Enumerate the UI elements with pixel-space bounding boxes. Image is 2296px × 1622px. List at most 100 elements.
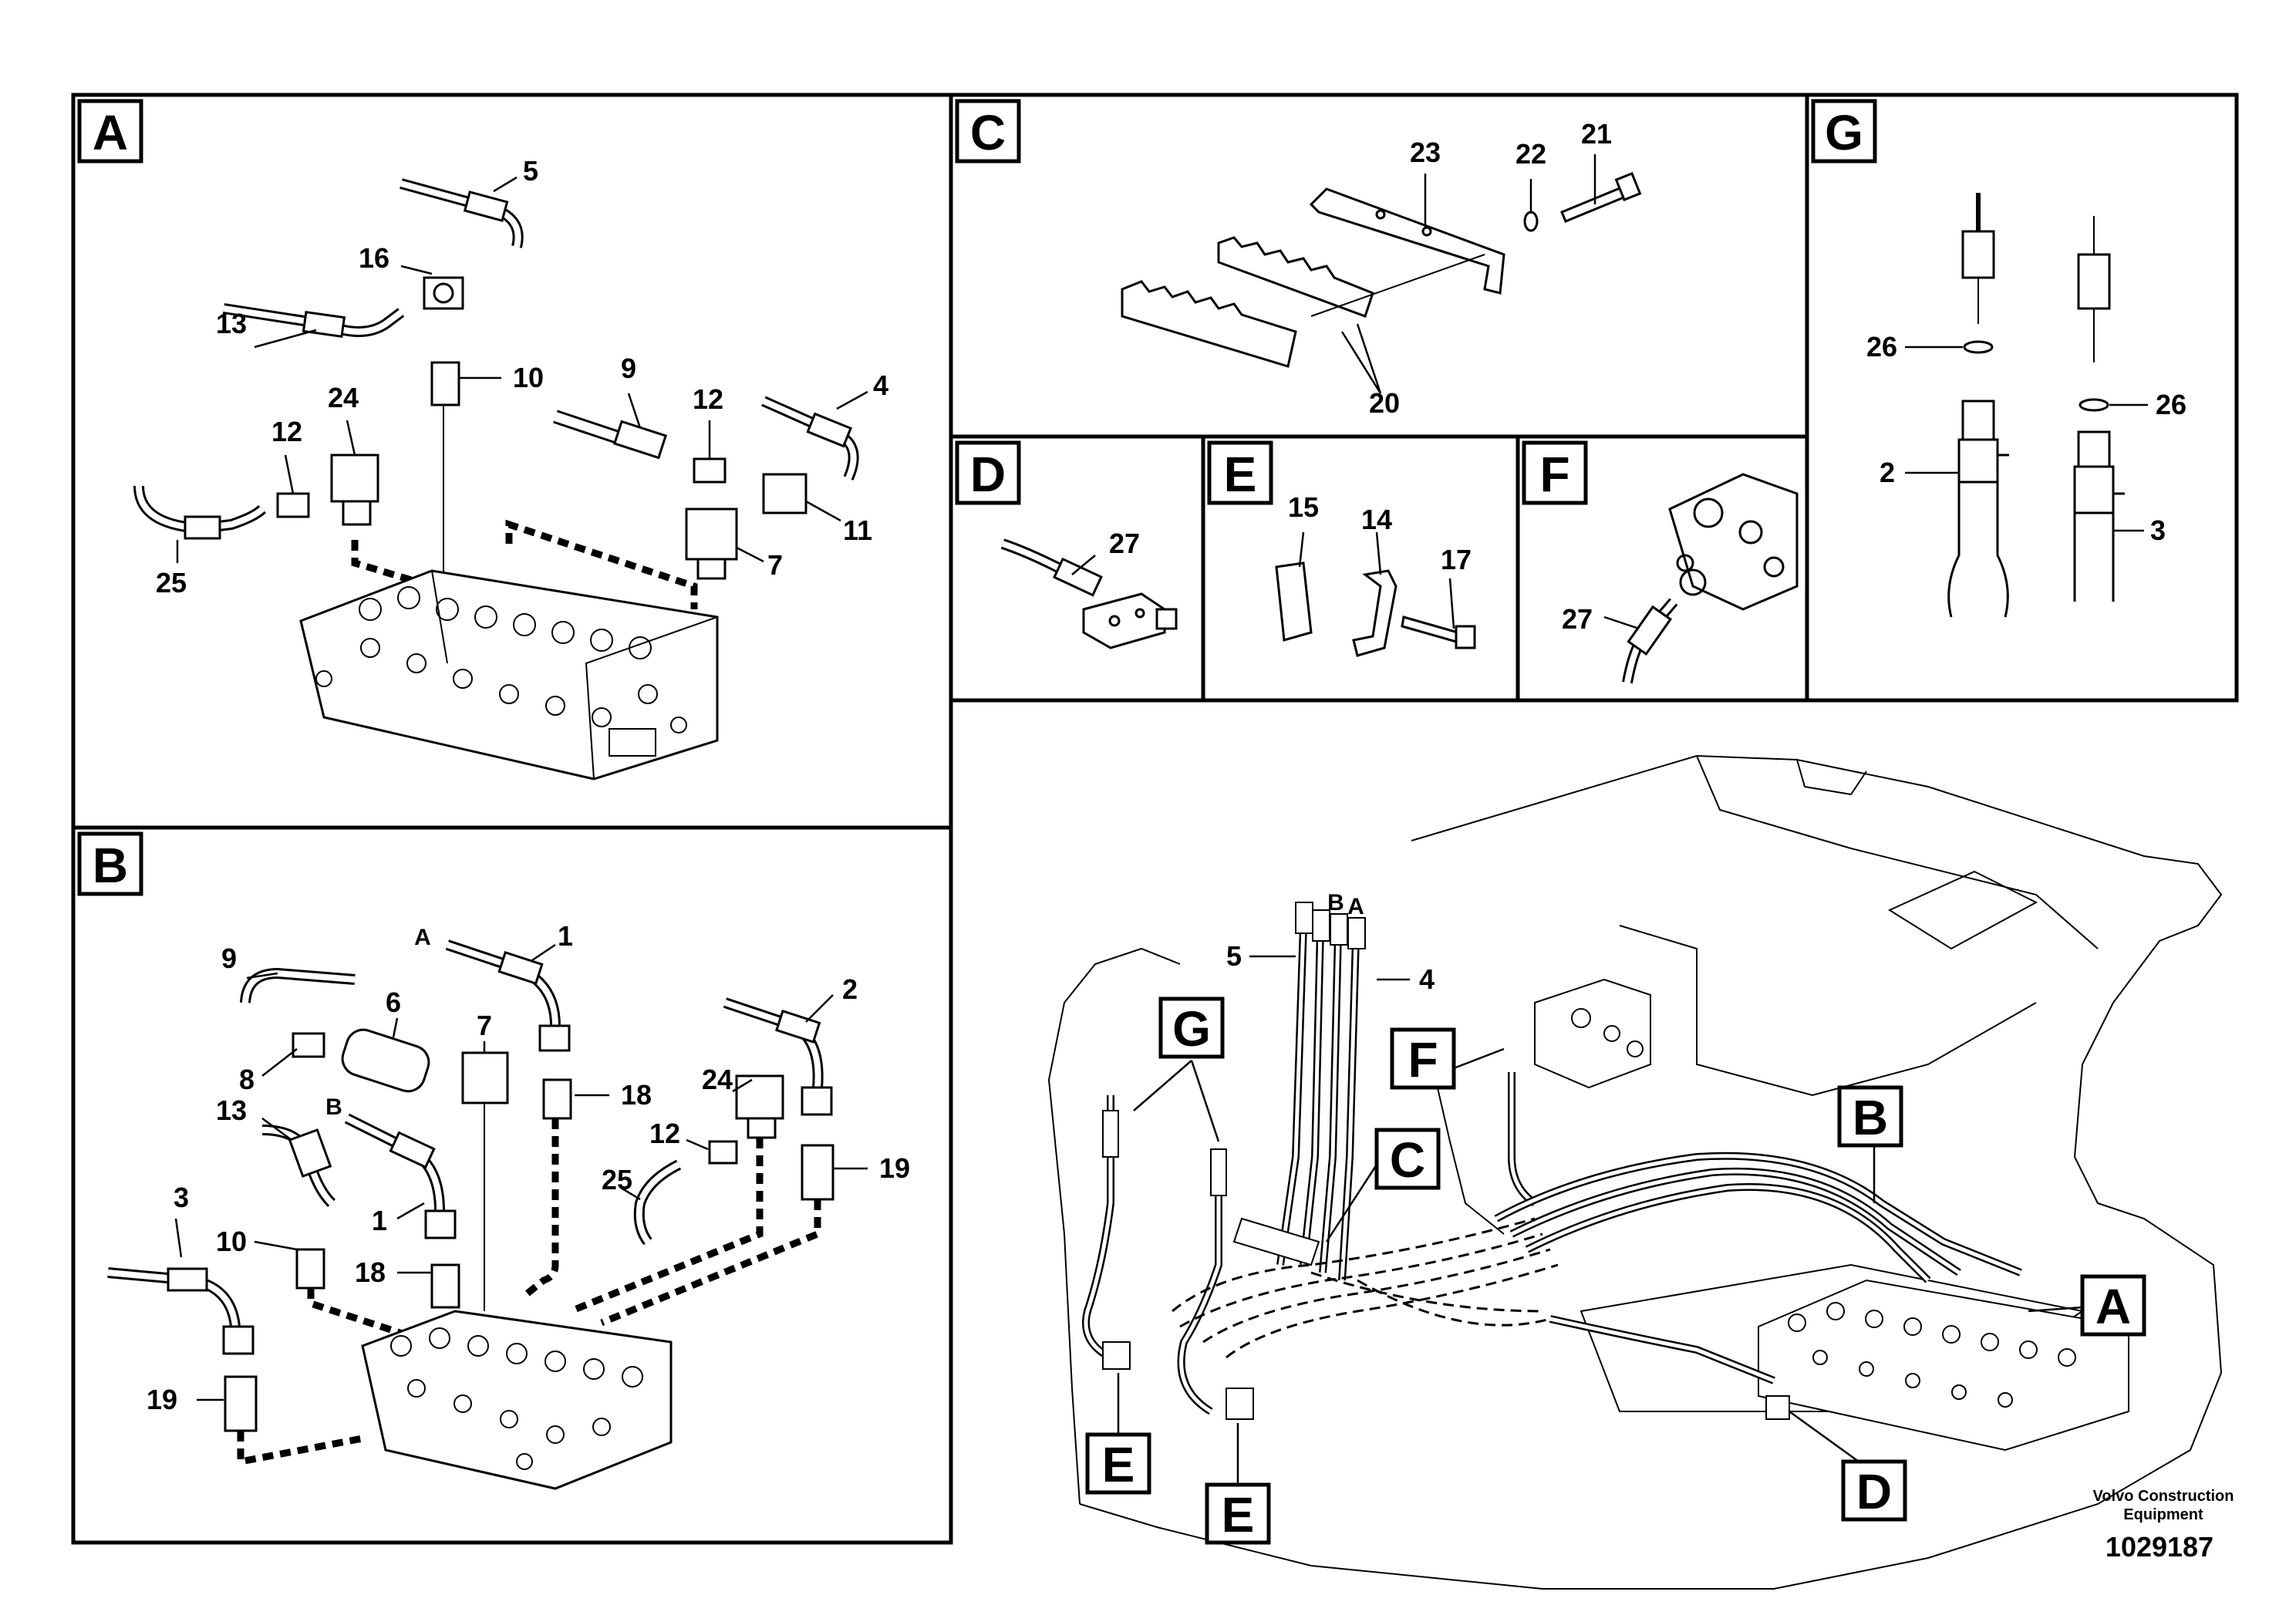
main-view-hose-end: B (1327, 890, 1344, 916)
clamp-14 (1352, 569, 1397, 657)
panel-e-callout: 14 (1361, 504, 1392, 535)
panel-frames (71, 93, 2239, 1545)
nut-left (1961, 400, 1995, 441)
bracket-23 (1309, 187, 1505, 295)
clamp-half-20-upper (1217, 236, 1374, 318)
panel-b-callout: 6 (386, 986, 401, 1018)
main-assembly-view (1047, 754, 2223, 1590)
hose-g-left-fitting (1102, 1110, 1119, 1158)
panel-g-callout: 26 (1866, 331, 1897, 363)
panel-a-labels (176, 176, 868, 563)
panel-b-callout: 2 (842, 973, 858, 1005)
adapter-18-upper (542, 1078, 572, 1120)
hose-1a-ferrule (497, 951, 544, 985)
hose-27-f-ferrule (1627, 605, 1673, 656)
panel-d-drawing (1000, 538, 1178, 649)
panel-a-callout: 11 (843, 514, 872, 546)
panel-b-callout: 9 (221, 943, 237, 974)
detail-ref-letter: F (1408, 1032, 1438, 1088)
detail-ref-letter: E (1102, 1437, 1135, 1492)
panel-b-callout: 18 (355, 1256, 386, 1288)
panel-b-callout: 19 (147, 1384, 177, 1415)
panel-c-labels (1340, 154, 1596, 394)
panel-e-drawing (1275, 561, 1476, 657)
hose-25-ferrule (184, 515, 221, 540)
brand-line-1: Volvo Construction (2093, 1488, 2234, 1505)
hose-g-right-fitting (1210, 1148, 1227, 1196)
panel-a-callout: 12 (271, 416, 302, 447)
detail-ref-e-left: E (1085, 1432, 1151, 1495)
adapter-12-left (276, 492, 310, 518)
panel-c-callout: 20 (1369, 387, 1400, 419)
panel-f-letter: F (1539, 447, 1569, 502)
panel-b-callout: 10 (216, 1226, 247, 1257)
panel-a-callout: 16 (359, 242, 389, 274)
panel-a-callout: 24 (328, 382, 359, 413)
frame-outline (1079, 754, 2223, 1590)
panel-b-letter-box: B (77, 831, 143, 896)
panel-c-drawing (1121, 171, 1642, 368)
panel-c-frame (949, 93, 1809, 439)
panel-d-labels: 27 (1071, 528, 1140, 575)
pressure-sensor-6 (341, 1028, 430, 1093)
panel-b-drawing (107, 939, 834, 1490)
panel-a-callouts: 5 16 13 10 9 12 4 24 12 25 7 11 (156, 155, 888, 599)
detail-ref-letter: A (2095, 1279, 2131, 1334)
detail-ref-letter: G (1172, 1001, 1211, 1057)
detail-ref-letter: D (1856, 1464, 1892, 1519)
panel-e-labels (1298, 531, 1455, 629)
screw-17-head (1455, 625, 1476, 649)
panel-a-callout: 4 (873, 369, 888, 401)
panel-c-letter-box: C (955, 99, 1021, 164)
panel-b-callout: 1 (558, 920, 573, 952)
panel-f-drawing (1622, 473, 1799, 684)
detail-ref-b: B (1837, 1085, 1903, 1148)
panel-e-letter-box: E (1207, 440, 1273, 505)
panel-b-callout: 18 (621, 1079, 652, 1111)
panel-a-callout: 13 (216, 308, 247, 339)
panel-b-callout: 3 (174, 1182, 189, 1213)
panel-g-frame (1805, 93, 2239, 703)
panel-a-letter-box: A (77, 99, 143, 164)
panel-f-letter-box: F (1522, 440, 1588, 505)
panel-e-callout: 17 (1441, 544, 1472, 575)
panel-letter-boxes: A B C D E F G (77, 99, 1877, 896)
hose-4-ferrule (806, 412, 853, 448)
detail-ref-g: G (1158, 996, 1225, 1059)
valve-b-ports (390, 1327, 643, 1470)
hose-9-ferrule (612, 420, 668, 460)
panel-f-callout: 27 (1562, 603, 1593, 635)
panel-g-callout: 3 (2150, 514, 2166, 546)
screw-17-shank (1401, 615, 1459, 643)
frame-top-inner (1696, 755, 2099, 949)
valve-a-ports (315, 586, 687, 757)
hose-13-b-ferrule (288, 1128, 332, 1178)
footer: Volvo Construction Equipment 1029187 (2093, 1488, 2234, 1563)
panel-d-callout: 27 (1109, 528, 1140, 559)
panel-b-hose-end: B (325, 1094, 342, 1120)
adapter-10-b (295, 1248, 325, 1290)
hose-2-ferrule (775, 1009, 821, 1044)
panel-b-callout: 8 (239, 1064, 255, 1095)
bolt-21-head (1614, 171, 1642, 202)
adapter-19-right (801, 1144, 834, 1201)
main-control-valve (1758, 1279, 2129, 1452)
panel-b-callout: 1 (372, 1205, 387, 1236)
panel-g-labels (1905, 346, 2148, 532)
adapter-12-b (708, 1140, 738, 1165)
frame-slot (1887, 870, 2038, 950)
main-view-detail-refs: G F C B A E E D (1085, 996, 2146, 1545)
valve-f (1668, 473, 1799, 611)
detail-ref-a: A (2080, 1274, 2146, 1337)
tee-16 (423, 276, 464, 310)
panel-g-letter-box: G (1811, 99, 1877, 164)
adapter-10 (430, 361, 460, 406)
panel-a-callout: 9 (621, 352, 636, 384)
adapter-12-right (693, 457, 727, 484)
hose-3-ferrule (167, 1267, 208, 1292)
control-valve-b (361, 1310, 673, 1490)
detail-ref-letter: E (1222, 1487, 1255, 1543)
panel-b-hose-end: A (414, 925, 431, 950)
panel-e-callouts: 15 14 17 (1288, 491, 1472, 575)
panel-c-letter: C (970, 105, 1006, 160)
